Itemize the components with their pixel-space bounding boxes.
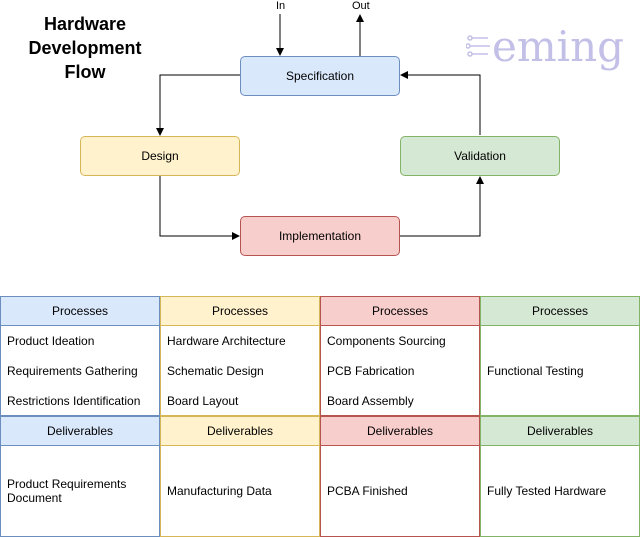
col3-deliverables-header: Deliverables	[320, 416, 480, 446]
list-item: Product Ideation	[7, 334, 95, 348]
col1-processes-header-label: Processes	[51, 304, 109, 318]
col2-deliverable-text: Manufacturing Data	[167, 484, 272, 498]
col2-deliverables-header: Deliverables	[160, 416, 320, 446]
col4-processes-header: Processes	[480, 296, 640, 326]
list-item: Restrictions Identification	[7, 394, 141, 408]
list-item: PCB Fabrication	[327, 364, 415, 378]
list-item: Functional Testing	[487, 363, 584, 378]
col3-deliverables-header-label: Deliverables	[366, 424, 434, 438]
col1-processes-list: Product Ideation Requirements Gathering …	[0, 325, 160, 416]
col3-processes-header: Processes	[320, 296, 480, 326]
col2-processes-header: Processes	[160, 296, 320, 326]
out-label: Out	[352, 0, 370, 12]
col4-deliverable: Fully Tested Hardware	[480, 445, 640, 537]
col2-processes-list: Hardware Architecture Schematic Design B…	[160, 325, 320, 416]
list-item: Hardware Architecture	[167, 334, 286, 348]
col3-processes-header-label: Processes	[371, 304, 429, 318]
specification-label: Specification	[285, 69, 355, 83]
list-item: Board Layout	[167, 394, 239, 408]
validation-node[interactable]: Validation	[400, 136, 560, 176]
col3-deliverable-text: PCBA Finished	[327, 484, 408, 498]
col2-deliverable: Manufacturing Data	[160, 445, 320, 537]
logo: eming	[466, 22, 636, 74]
spec-to-design-arrow	[156, 74, 240, 136]
col2-deliverables-header-label: Deliverables	[206, 424, 274, 438]
impl-to-validation-arrow	[400, 176, 484, 237]
col1-deliverables-header-label: Deliverables	[46, 424, 114, 438]
col1-deliverable: Product Requirements Document	[0, 445, 160, 537]
col3-processes-list: Components Sourcing PCB Fabrication Boar…	[320, 325, 480, 416]
list-item: Requirements Gathering	[7, 364, 138, 378]
list-item: Board Assembly	[327, 394, 414, 408]
col4-deliverables-header: Deliverables	[480, 416, 640, 446]
flow-connectors	[156, 14, 484, 240]
circuit-logo-icon	[466, 35, 490, 57]
design-to-impl-arrow	[159, 176, 240, 240]
col2-processes-header-label: Processes	[211, 304, 269, 318]
col1-deliverables-header: Deliverables	[0, 416, 160, 446]
col4-processes-list: Functional Testing	[480, 325, 640, 416]
logo-text: eming	[492, 22, 625, 71]
specification-node[interactable]: Specification	[240, 56, 400, 96]
design-label: Design	[141, 149, 179, 163]
implementation-node[interactable]: Implementation	[240, 216, 400, 256]
validation-label: Validation	[454, 149, 506, 163]
list-item: Components Sourcing	[327, 334, 446, 348]
col1-processes-header: Processes	[0, 296, 160, 326]
col1-deliverable-text: Product Requirements Document	[7, 477, 127, 505]
col4-processes-header-label: Processes	[531, 304, 589, 318]
list-item: Schematic Design	[167, 364, 264, 378]
col4-deliverable-text: Fully Tested Hardware	[487, 484, 607, 498]
col4-deliverables-header-label: Deliverables	[526, 424, 594, 438]
design-node[interactable]: Design	[80, 136, 240, 176]
diagram-title: Hardware Development Flow	[28, 14, 142, 82]
col3-deliverable: PCBA Finished	[320, 445, 480, 537]
validation-to-spec-arrow	[400, 71, 481, 135]
implementation-label: Implementation	[278, 229, 362, 243]
in-label: In	[276, 0, 286, 12]
